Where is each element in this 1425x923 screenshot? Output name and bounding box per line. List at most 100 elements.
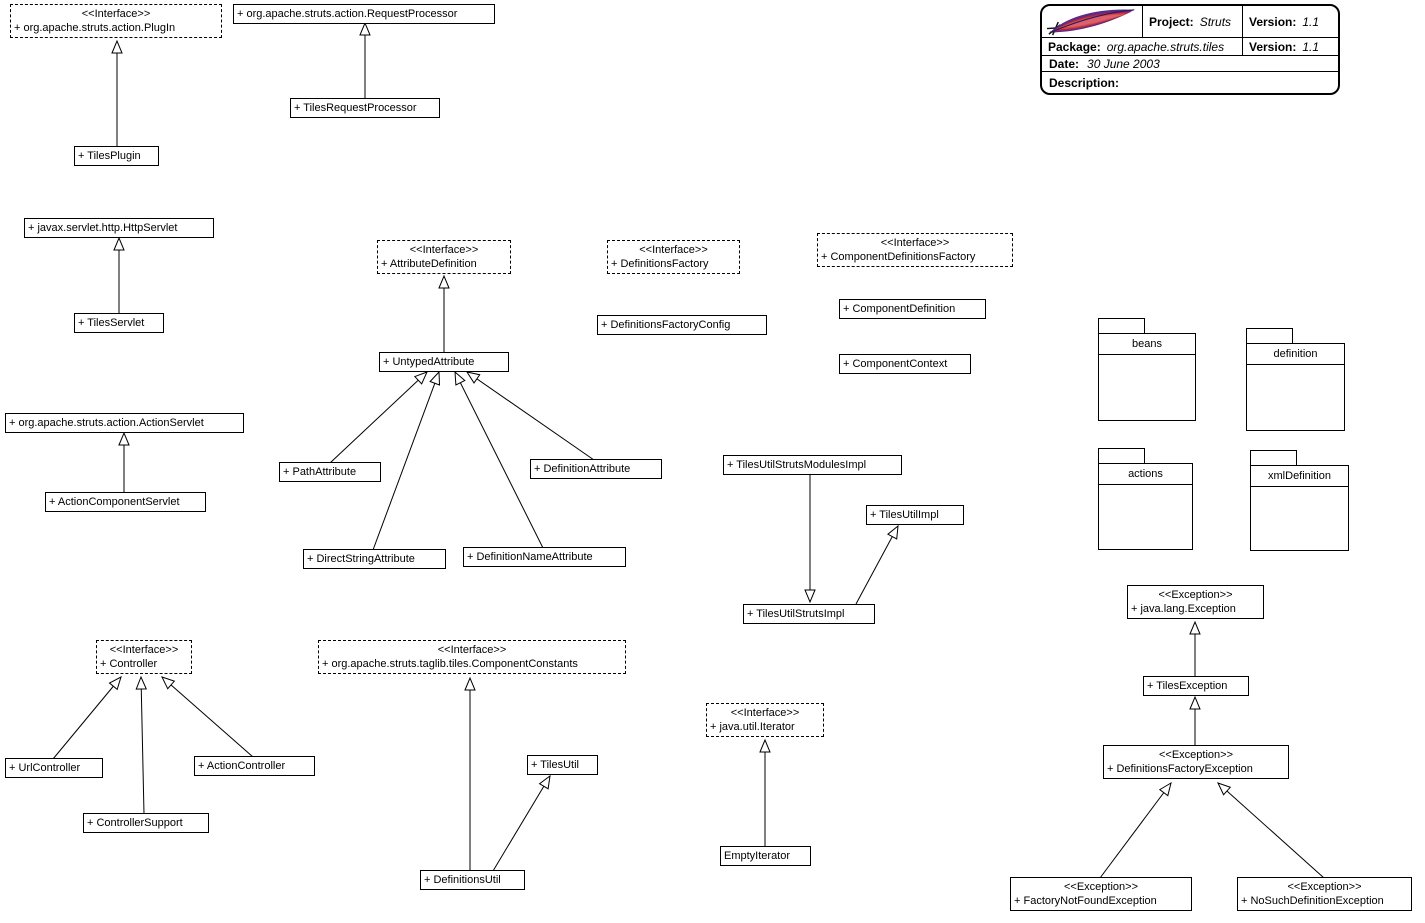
class-request-processor: + org.apache.struts.action.RequestProces… (233, 4, 495, 24)
package-beans: beans (1098, 318, 1196, 421)
inherit-directstringattribute-untypedattribute (372, 370, 441, 551)
class-definition-name-attribute: + DefinitionNameAttribute (463, 547, 626, 567)
class-tiles-util-impl: + TilesUtilImpl (866, 505, 964, 525)
inherit-urlcontroller-controller (52, 675, 122, 760)
stereotype-label: <<Exception>> (1287, 881, 1362, 893)
class-name-label: + org.apache.struts.action.ActionServlet (9, 417, 204, 429)
class-name-label: + ActionComponentServlet (49, 496, 180, 508)
stereotype-label: <<Exception>> (1063, 881, 1138, 893)
class-name-label: + org.apache.struts.taglib.tiles.Compone… (322, 658, 578, 670)
stereotype-label: <<Interface>> (880, 237, 950, 249)
class-name-label: + TilesUtilStrutsModulesImpl (727, 459, 867, 471)
date-value: 30 June 2003 (1087, 56, 1160, 71)
package-xml-definition: xmlDefinition (1250, 450, 1349, 551)
class-name-label: EmptyIterator (724, 850, 791, 862)
class-name-label: + javax.servlet.http.HttpServlet (28, 222, 178, 234)
class-definitions-factory-config: + DefinitionsFactoryConfig (597, 315, 767, 335)
inherit-factorynotfoundexception-definitionsfactoryexception (1099, 781, 1172, 879)
class-tiles-util: + TilesUtil (527, 755, 598, 775)
stereotype-label: <<Interface>> (730, 707, 800, 719)
class-component-context: + ComponentContext (839, 354, 971, 374)
class-name-label: + TilesRequestProcessor (294, 102, 417, 114)
class-name-label: + ComponentDefinitionsFactory (821, 251, 976, 263)
inherit-definitionnameattribute-untypedattribute (454, 370, 544, 549)
class-name-label: + TilesUtil (531, 759, 579, 771)
class-name-label: + TilesException (1147, 680, 1228, 692)
class-tiles-exception: + TilesException (1143, 676, 1249, 696)
interface-attribute-definition: <<Interface>> + AttributeDefinition (377, 240, 511, 274)
class-name-label: + DefinitionNameAttribute (467, 551, 593, 563)
class-tiles-plugin: + TilesPlugin (74, 146, 159, 166)
interface-iterator: <<Interface>> + java.util.Iterator (706, 703, 824, 737)
class-name-label: + ControllerSupport (87, 817, 183, 829)
exception-factory-not-found-exception: <<Exception>> + FactoryNotFoundException (1010, 877, 1192, 911)
class-name-label: + org.apache.struts.action.RequestProces… (237, 8, 458, 20)
class-name-label: + ComponentDefinition (843, 303, 956, 315)
class-action-servlet: + org.apache.struts.action.ActionServlet (5, 413, 244, 433)
class-name-label: + DefinitionsUtil (424, 874, 501, 886)
class-name-label: + FactoryNotFoundException (1014, 895, 1157, 907)
class-tiles-servlet: + TilesServlet (74, 313, 164, 333)
package-tab (1250, 450, 1297, 465)
class-http-servlet: + javax.servlet.http.HttpServlet (24, 218, 214, 238)
inherit-controllersupport-controller (135, 675, 148, 815)
stereotype-label: <<Interface>> (81, 8, 151, 20)
stereotype-label: <<Interface>> (109, 644, 179, 656)
class-name-label: + java.lang.Exception (1131, 603, 1236, 615)
interface-definitions-factory: <<Interface>> + DefinitionsFactory (607, 240, 740, 274)
class-action-component-servlet: + ActionComponentServlet (45, 492, 206, 512)
class-tiles-util-struts-modules-impl: + TilesUtilStrutsModulesImpl (723, 455, 902, 475)
inherit-nosuchdefinitionexception-definitionsfactoryexception (1217, 782, 1325, 879)
version2-label: Version: (1249, 39, 1297, 54)
class-name-label: + ComponentContext (843, 358, 948, 370)
class-controller-support: + ControllerSupport (83, 813, 209, 833)
interface-controller: <<Interface>> + Controller (96, 640, 192, 674)
class-name-label: + ActionController (198, 760, 286, 772)
stereotype-label: <<Interface>> (437, 644, 507, 656)
package-tab (1098, 318, 1145, 333)
version2-value: 1.1 (1302, 39, 1320, 54)
title-block: Project: Struts Version: 1.1 Package: or… (1040, 4, 1340, 95)
package-name-label: actions (1099, 464, 1192, 485)
package-value: org.apache.struts.tiles (1106, 39, 1225, 54)
class-name-label: + DirectStringAttribute (307, 553, 415, 565)
inherit-definitionattribute-untypedattribute (465, 371, 595, 461)
package-tab (1246, 328, 1293, 343)
interface-component-constants: <<Interface>> + org.apache.struts.taglib… (318, 640, 626, 674)
class-name-label: + DefinitionAttribute (534, 463, 631, 475)
class-name-label: + DefinitionsFactoryException (1107, 763, 1253, 775)
class-name-label: + AttributeDefinition (381, 258, 477, 270)
project-label: Project: (1149, 14, 1194, 29)
class-name-label: + UrlController (9, 762, 81, 774)
class-name-label: + NoSuchDefinitionException (1241, 895, 1384, 907)
class-tiles-util-struts-impl: + TilesUtilStrutsImpl (743, 604, 875, 624)
class-definition-attribute: + DefinitionAttribute (530, 459, 662, 479)
apache-feather-logo (1042, 6, 1142, 37)
class-empty-iterator: EmptyIterator (720, 846, 811, 866)
stereotype-label: <<Exception>> (1158, 589, 1233, 601)
class-path-attribute: + PathAttribute (279, 462, 381, 482)
inherit-tilesutilstrutsimpl-tilesutilimpl (855, 524, 899, 605)
interface-component-definitions-factory: <<Interface>> + ComponentDefinitionsFact… (817, 233, 1013, 267)
class-name-label: + TilesUtilStrutsImpl (747, 608, 845, 620)
exception-java-lang-exception: <<Exception>> + java.lang.Exception (1127, 585, 1264, 619)
date-label: Date: (1049, 56, 1080, 71)
class-component-definition: + ComponentDefinition (839, 299, 986, 319)
stereotype-label: <<Interface>> (639, 244, 708, 256)
description-label: Description: (1049, 75, 1120, 90)
stereotype-label: <<Interface>> (409, 244, 479, 256)
class-definitions-util: + DefinitionsUtil (420, 870, 525, 890)
package-label: Package: (1048, 39, 1101, 54)
exception-no-such-definition-exception: <<Exception>> + NoSuchDefinitionExceptio… (1237, 877, 1412, 911)
package-tab (1098, 448, 1145, 463)
class-name-label: + org.apache.struts.action.PlugIn (14, 22, 176, 34)
interface-plugin: <<Interface>> + org.apache.struts.action… (10, 4, 222, 38)
package-definition: definition (1246, 328, 1345, 431)
class-name-label: + UntypedAttribute (383, 356, 475, 368)
package-name-label: xmlDefinition (1251, 466, 1348, 487)
version-value: 1.1 (1302, 14, 1320, 29)
class-name-label: + TilesPlugin (78, 150, 141, 162)
class-untyped-attribute: + UntypedAttribute (379, 352, 509, 372)
package-actions: actions (1098, 448, 1193, 550)
